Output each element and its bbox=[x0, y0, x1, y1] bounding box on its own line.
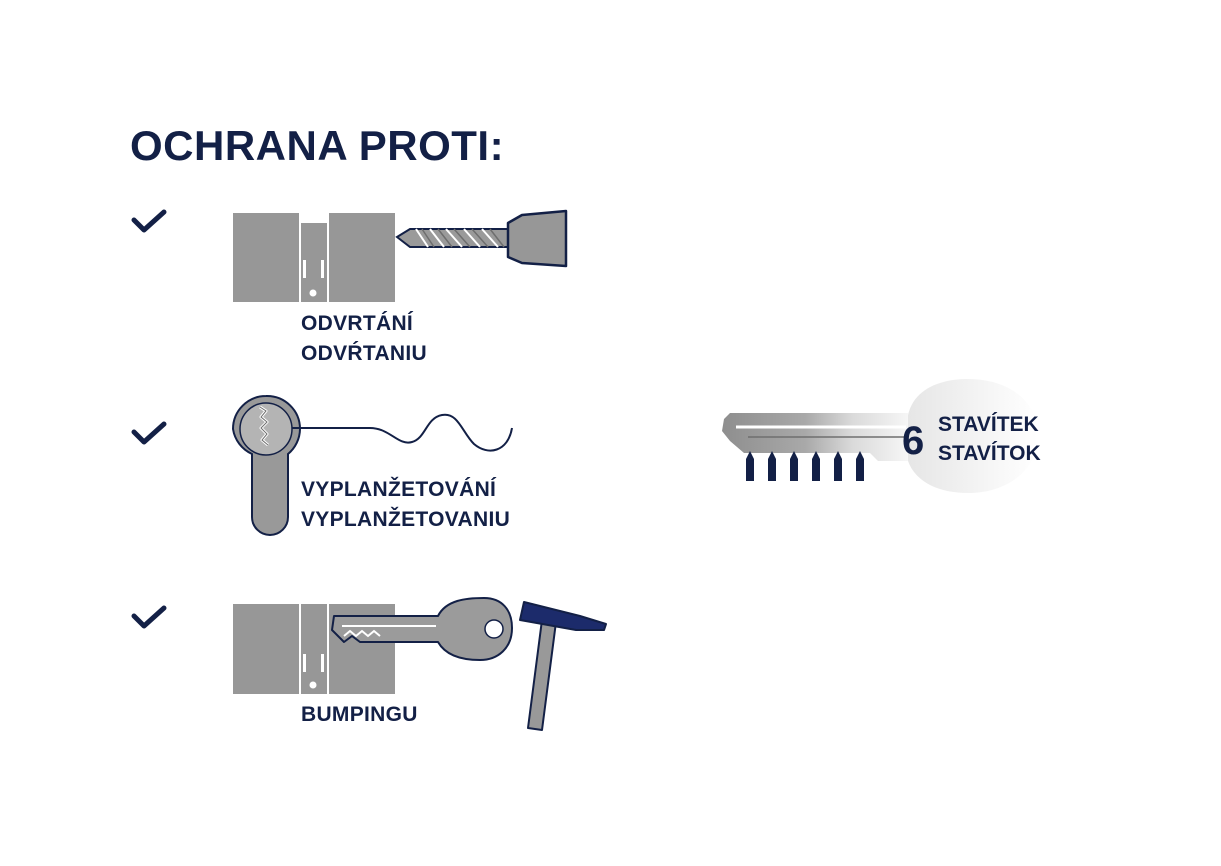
label-line-cs: STAVÍTEK bbox=[938, 413, 1039, 436]
drill-bit-icon bbox=[395, 209, 568, 268]
label-line-cs: BUMPINGU bbox=[301, 703, 418, 726]
bump-key-hammer-icon bbox=[233, 597, 607, 731]
picking-label: VYPLANŽETOVÁNÍ VYPLANŽETOVANIU bbox=[301, 475, 510, 535]
lockpick-icon bbox=[231, 394, 513, 536]
hammer-icon bbox=[519, 601, 607, 731]
pins-label: STAVÍTEK STAVÍTOK bbox=[938, 410, 1041, 468]
key-pins-icon bbox=[746, 451, 864, 481]
checkmark-icon bbox=[131, 209, 167, 233]
pick-wire-icon bbox=[292, 413, 513, 452]
label-line-sk: VYPLANŽETOVANIU bbox=[301, 508, 511, 531]
six-pin-key-icon bbox=[722, 379, 1038, 493]
page-title: OCHRANA PROTI: bbox=[130, 122, 505, 169]
pin-count: 6 bbox=[902, 419, 925, 463]
bump-key-icon bbox=[331, 597, 513, 661]
checkmark-icon bbox=[131, 605, 167, 629]
checkmark-icon bbox=[131, 421, 167, 445]
bumping-label: BUMPINGU bbox=[301, 700, 418, 730]
label-line-sk: STAVÍTOK bbox=[938, 442, 1041, 465]
label-line-sk: ODVŔTANIU bbox=[301, 342, 427, 365]
drilling-label: ODVRTÁNÍ ODVŔTANIU bbox=[301, 309, 427, 369]
label-line-cs: VYPLANŽETOVÁNÍ bbox=[301, 478, 497, 501]
label-line-cs: ODVRTÁNÍ bbox=[301, 312, 414, 335]
keyhole-profile-icon bbox=[231, 394, 302, 536]
drill-cylinder-icon bbox=[233, 209, 568, 302]
cylinder-icon bbox=[233, 213, 395, 302]
